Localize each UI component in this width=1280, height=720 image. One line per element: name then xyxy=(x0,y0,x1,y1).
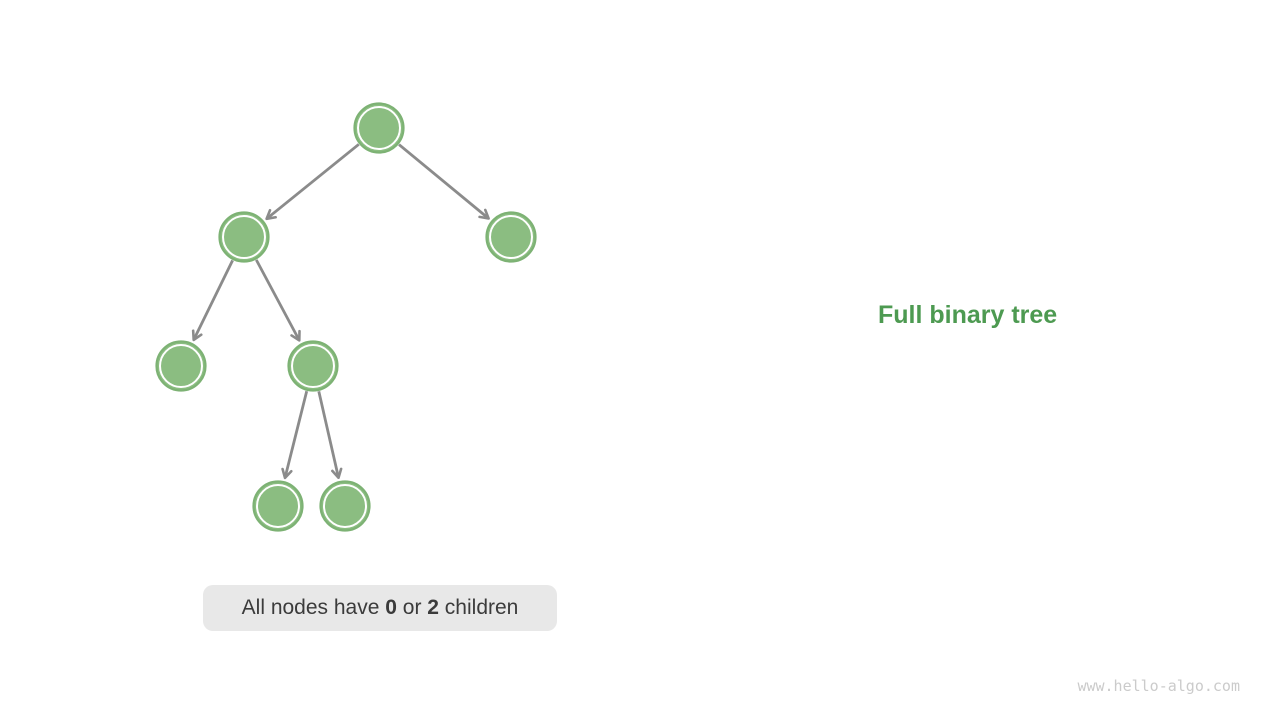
caption-text-prefix: All nodes have xyxy=(241,596,386,619)
tree-node-left-right-left xyxy=(252,480,304,532)
tree-edge-left-right-left-right-left xyxy=(281,390,309,480)
caption-text-suffix: children xyxy=(438,596,519,619)
tree-edge-left-left-right xyxy=(255,259,301,342)
tree-node-right xyxy=(485,211,537,263)
tree-edge-left-right-left-right-right xyxy=(317,390,343,480)
caption-zero: 0 xyxy=(385,596,397,619)
caption-two: 2 xyxy=(427,596,439,619)
tree-node-left-right xyxy=(287,340,339,392)
tree-node-left-left xyxy=(155,340,207,392)
tree-node-left-right-right xyxy=(319,480,371,532)
tree-node-root xyxy=(353,102,405,154)
diagram-title: Full binary tree xyxy=(878,301,1058,329)
caption-box: All nodes have 0 or 2 children xyxy=(203,585,557,631)
watermark: www.hello-algo.com xyxy=(1077,677,1240,695)
tree-node-left xyxy=(218,211,270,263)
tree-edge-left-left-left xyxy=(191,259,234,342)
tree-edge-root-left xyxy=(265,143,360,221)
caption-text-connector: or xyxy=(396,596,428,619)
tree-edge-root-right xyxy=(398,143,490,220)
